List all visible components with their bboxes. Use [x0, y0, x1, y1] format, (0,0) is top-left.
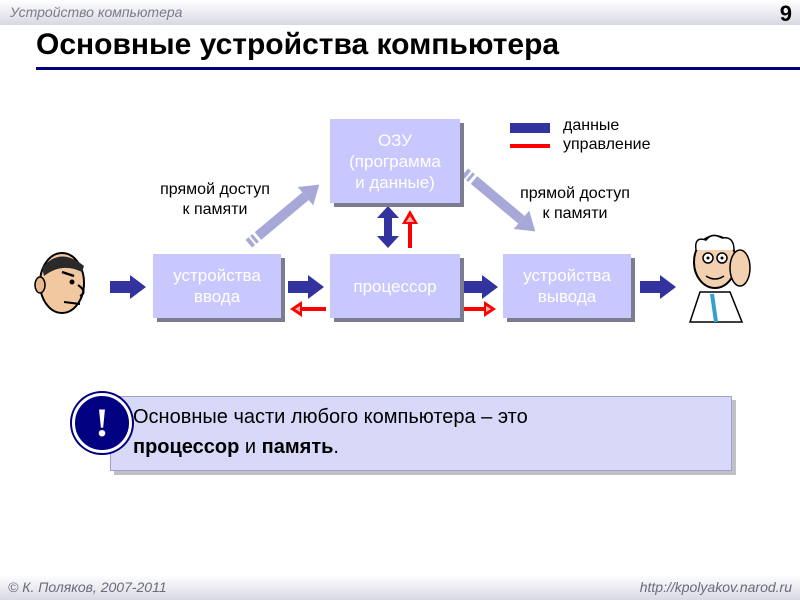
legend-control-label: управление: [563, 136, 651, 153]
ozu-label-line2: (программа: [349, 151, 441, 171]
footer-url[interactable]: http://kpolyakov.narod.ru: [639, 579, 792, 595]
output-label-line1: устройства: [523, 266, 611, 285]
ozu-box: ОЗУ (программа и данные): [330, 119, 460, 203]
section-label: Устройство компьютера: [10, 4, 183, 20]
dma-left-label: прямой доступ к памяти: [140, 180, 290, 220]
legend-control-swatch: [510, 144, 550, 148]
key-point-box: Основные части любого компьютера – это п…: [110, 396, 732, 471]
key-point-line1: Основные части любого компьютера – это: [133, 406, 528, 428]
cpu-to-input-control-arrow: [290, 301, 326, 317]
dma-left-arrow: [245, 184, 320, 248]
dma-right-label: прямой доступ к памяти: [500, 184, 650, 224]
ozu-label-line1: ОЗУ: [377, 130, 413, 150]
output-label-line2: вывода: [537, 287, 597, 306]
key-point-period: .: [333, 436, 339, 458]
input-label-line1: устройства: [173, 266, 261, 285]
page-title: Основные устройства компьютера: [36, 28, 560, 61]
output-to-person-arrow: [640, 275, 676, 299]
dma-right-arrow: [461, 168, 536, 232]
processor-box: процессор: [330, 254, 460, 318]
footer-bar: © К. Поляков, 2007-2011 http://kpolyakov…: [0, 575, 800, 600]
exclamation-icon: !: [72, 393, 132, 453]
key-term-memory: память: [261, 436, 334, 458]
legend-data-swatch: [510, 123, 550, 133]
cpu-to-output-control-arrow: [462, 301, 496, 317]
key-point-line2: процессор и память.: [133, 436, 339, 459]
key-term-processor: процессор: [133, 436, 240, 458]
header-bar: Устройство компьютера 9: [0, 0, 800, 26]
legend-data-label: данные: [563, 117, 620, 134]
footer-copyright: © К. Поляков, 2007-2011: [8, 579, 167, 595]
input-devices-box: устройства ввода: [153, 254, 281, 318]
dma-left-line2: к памяти: [182, 201, 248, 218]
cpu-ozu-control-arrow: [402, 210, 418, 248]
title-underline: [36, 67, 800, 70]
processor-label: процессор: [353, 276, 437, 296]
thinking-man-icon: [34, 252, 85, 314]
input-to-cpu-arrow: [288, 275, 324, 299]
listening-man-icon: [688, 234, 751, 323]
dma-right-line1: прямой доступ: [520, 185, 630, 202]
key-point-connector: и: [239, 436, 262, 458]
person-to-input-arrow: [110, 275, 146, 299]
page-number: 9: [779, 1, 792, 26]
dma-left-line1: прямой доступ: [160, 181, 270, 198]
output-devices-box: устройства вывода: [503, 254, 631, 318]
ozu-label-line3: и данные): [355, 172, 435, 192]
cpu-to-output-arrow: [462, 275, 498, 299]
input-label-line2: ввода: [193, 287, 241, 306]
cpu-ozu-data-arrow: [377, 206, 399, 248]
dma-right-line2: к памяти: [542, 205, 608, 222]
